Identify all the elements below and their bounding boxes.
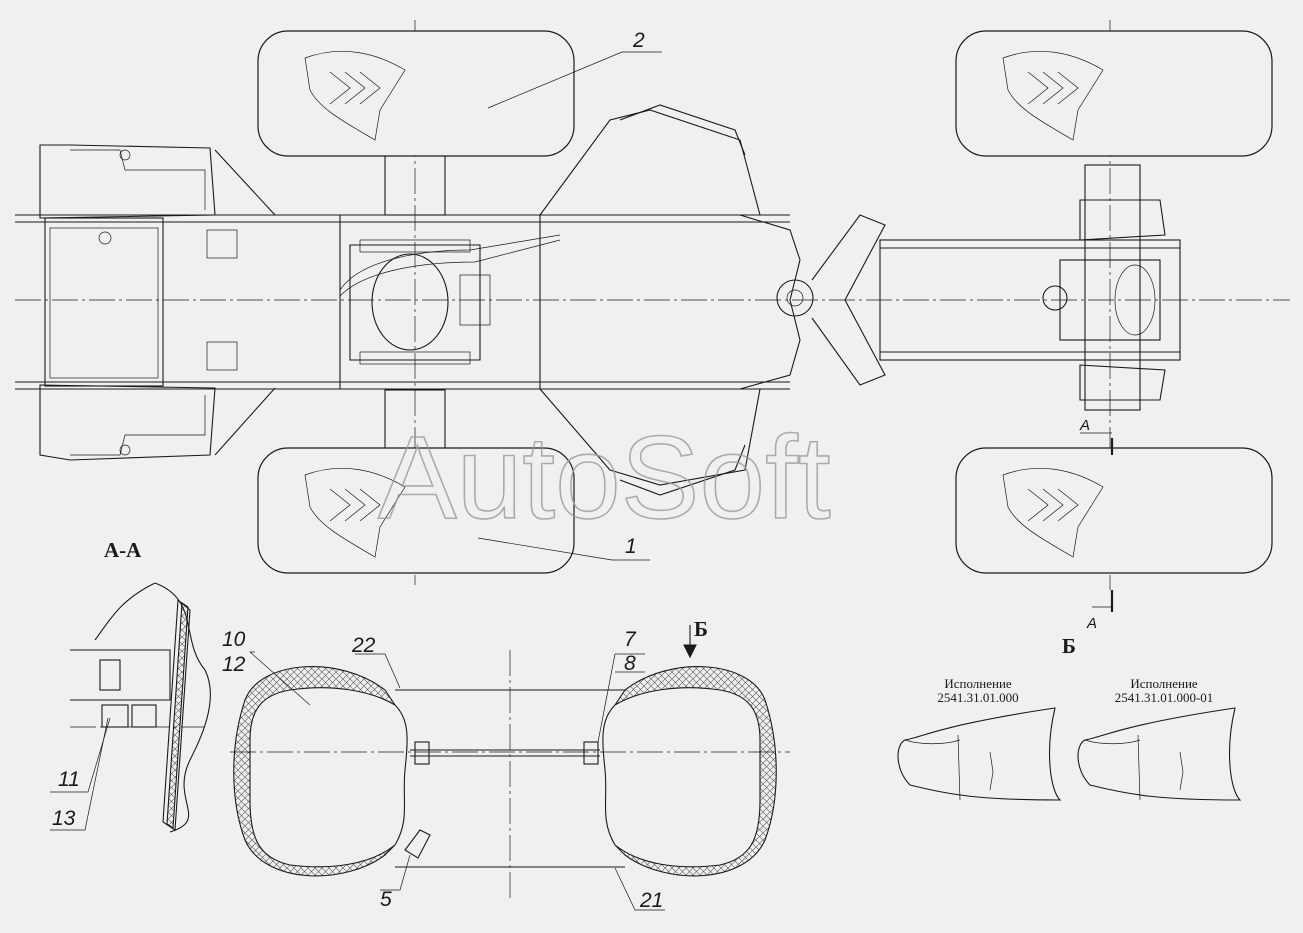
watermark: AutoSoft [378, 412, 831, 544]
callout-12: 12 [222, 653, 246, 676]
view-b-title: Б [1062, 634, 1076, 658]
callout-11: 11 [58, 768, 80, 791]
section-mark-a-bottom: А [1086, 615, 1097, 632]
main-frame-beams [15, 214, 790, 390]
chassis-top-view [15, 20, 1290, 590]
variant-1: Исполнение 2541.31.01.000 [897, 676, 1062, 801]
section-mark-a-top: А [1079, 417, 1090, 434]
callout-5: 5 [380, 888, 392, 911]
front-axle [339, 154, 561, 451]
variant-2-code: 2541.31.01.000-01 [1115, 690, 1214, 705]
leader-lines-top [477, 51, 662, 561]
variant-1-code: 2541.31.01.000 [937, 690, 1018, 705]
callout-21: 21 [639, 889, 663, 912]
callout-8: 8 [624, 652, 636, 675]
articulation-joint [539, 104, 886, 496]
front-right-tire [955, 447, 1273, 574]
view-arrow-b: Б [694, 617, 708, 641]
front-left-tire [955, 30, 1273, 157]
callout-22: 22 [351, 634, 376, 657]
section-aa-detail [50, 582, 211, 833]
variant-2-label: Исполнение [1130, 676, 1198, 691]
wheel-cross-section [230, 625, 790, 911]
callout-10: 10 [222, 628, 246, 651]
callout-13: 13 [52, 807, 76, 830]
callout-1: 1 [625, 535, 637, 558]
front-frame [879, 164, 1181, 411]
rear-left-tire [257, 30, 575, 157]
section-aa-title: А-А [104, 538, 142, 562]
callout-2: 2 [632, 29, 645, 52]
variant-2: Исполнение 2541.31.01.000-01 [1077, 676, 1242, 801]
rear-right-tire [257, 447, 575, 574]
rear-frame [39, 144, 276, 461]
callout-7: 7 [624, 628, 637, 651]
section-cut-a [1080, 432, 1114, 612]
variant-1-label: Исполнение [944, 676, 1012, 691]
